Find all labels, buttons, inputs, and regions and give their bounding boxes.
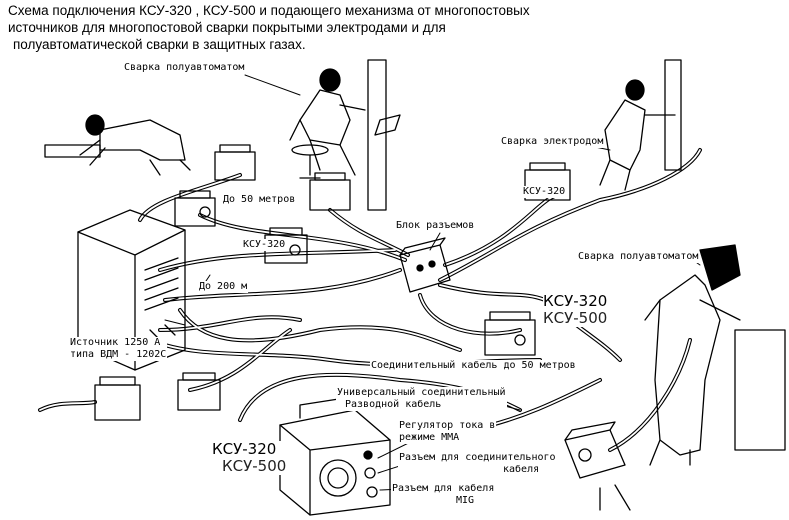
label-universal-kabel: Универсальный соединительный Разводной к… [336, 387, 507, 411]
model-label-right-line-1: КСУ-320 [543, 292, 608, 310]
connector-block [399, 237, 451, 293]
model-label-bottom: КСУ-320 КСУ-500 [212, 440, 287, 475]
label-razem-soed-line-1: Разъем для соединительного [399, 452, 556, 463]
label-razem-mig-line-2: MIG [456, 495, 475, 506]
label-istochnik: Источник 1250 А типа ВДМ - 1202С [69, 337, 168, 361]
label-regulator-toka: Регулятор тока в режиме ММА [398, 420, 497, 444]
welder-standing-right [644, 244, 786, 466]
label-universal-line-1: Универсальный соединительный [337, 387, 506, 398]
ksu-unit-bottom-left [94, 372, 221, 421]
label-blok-razemov: Блок разъемов [395, 220, 476, 232]
label-razem-mig-line-1: Разъем для кабеля [392, 483, 495, 494]
welder-kneeling-right [599, 59, 682, 191]
diagram-title: Схема подключения КСУ-320 , КСУ-500 и по… [8, 2, 628, 53]
welder-seated-center [289, 59, 401, 211]
ksu-unit-top-mid [309, 172, 351, 211]
cables [38, 148, 702, 452]
title-line-2: источников для многопостовой сварки покр… [8, 20, 446, 35]
label-do-200-m: До 200 м [198, 281, 249, 293]
label-ksu-320-small-left: КСУ-320 [242, 239, 287, 251]
ksu-unit-left [174, 190, 216, 227]
label-svarka-poluavtomatom-top: Сварка полуавтоматом [123, 62, 246, 74]
label-svarka-poluavtomatom-right: Сварка полуавтоматом [577, 251, 700, 263]
wire-feeder [564, 421, 631, 511]
model-label-right: КСУ-320 КСУ-500 [543, 292, 608, 327]
label-istochnik-line-1: Источник 1250 А [70, 337, 161, 348]
label-razem-mig: Разъем для кабеля MIG [391, 483, 496, 507]
model-label-bottom-line-1: КСУ-320 [212, 440, 277, 458]
model-label-right-line-2: КСУ-500 [543, 309, 608, 327]
label-razem-soed-line-2: кабеля [503, 464, 540, 475]
model-label-bottom-line-2: КСУ-500 [222, 457, 287, 475]
label-ksu-320-small-right: КСУ-320 [522, 186, 567, 198]
title-line-1: Схема подключения КСУ-320 , КСУ-500 и по… [8, 3, 530, 18]
ksu-unit-top-left [214, 144, 256, 181]
label-regulator-line-2: режиме ММА [399, 432, 460, 443]
label-svarka-elektrodom: Сварка электродом [500, 136, 605, 148]
label-soed-kabel: Соединительный кабель до 50 метров [370, 360, 577, 372]
label-regulator-line-1: Регулятор тока в [399, 420, 496, 431]
label-do-50-metrov: До 50 метров [222, 194, 297, 206]
title-line-3: полуавтоматической сварки в защитных газ… [13, 37, 306, 52]
ksu-unit-large [279, 397, 391, 516]
label-istochnik-line-2: типа ВДМ - 1202С [70, 349, 167, 360]
ksu-unit-electrode-right [524, 162, 571, 201]
label-universal-line-2: Разводной кабель [345, 399, 442, 410]
ksu-unit-right-mid [484, 311, 536, 356]
label-razem-soed: Разъем для соединительного кабеля [398, 452, 557, 476]
welder-kneeling-left [44, 114, 191, 176]
